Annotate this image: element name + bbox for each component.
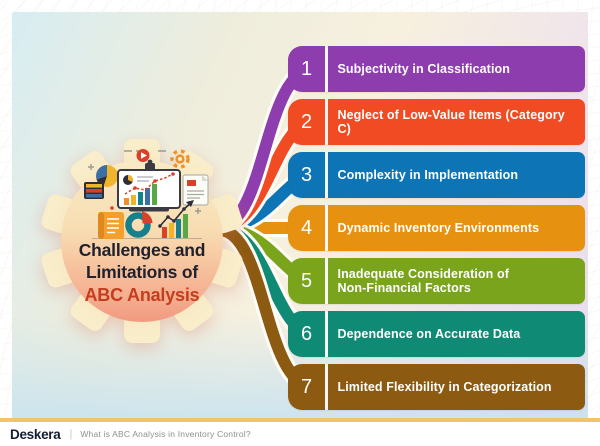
gold-divider	[0, 418, 600, 422]
brand-logo: Deskera	[10, 426, 61, 442]
footer: Deskera | What is ABC Analysis in Invent…	[0, 422, 600, 446]
laptop-bar-chart-icon	[117, 159, 181, 212]
item-number: 3	[300, 163, 313, 186]
challenge-item-1: 1 Subjectivity in Classification	[288, 46, 585, 92]
item-label: Limited Flexibility in Categorization	[337, 379, 552, 394]
drawer-stack-icon	[84, 182, 104, 199]
donut-chart-icon	[125, 211, 153, 238]
challenge-item-7: 7 Limited Flexibility in Categorization	[288, 364, 585, 410]
item-number: 6	[300, 322, 313, 345]
item-label: Subjectivity in Classification	[337, 61, 510, 76]
item-divider	[325, 364, 328, 410]
item-divider	[325, 311, 328, 357]
footer-separator: |	[69, 428, 73, 440]
pie-chart-icon	[96, 165, 118, 187]
notepad-icon	[98, 212, 124, 239]
analytics-illustration	[84, 149, 209, 239]
sparkle-dashes-icon	[88, 150, 201, 214]
item-label: Neglect of Low-Value Items (Category C)	[337, 107, 565, 137]
title-line-1: Challenges and	[78, 240, 206, 260]
item-label: Complexity in Implementation	[337, 167, 519, 182]
item-number: 1	[300, 57, 313, 80]
challenge-item-4: 4 Dynamic Inventory Environments	[288, 205, 585, 251]
item-divider	[325, 205, 328, 251]
challenge-item-3: 3 Complexity in Implementation	[288, 152, 585, 198]
challenge-item-5: 5 Inadequate Consideration of Non-Financ…	[288, 258, 585, 304]
challenge-item-2: 2 Neglect of Low-Value Items (Category C…	[288, 99, 585, 145]
mini-gear-icon	[170, 149, 190, 169]
item-label: Inadequate Consideration of Non-Financia…	[337, 266, 509, 296]
infographic-card: Challenges and Limitations of ABC Analys…	[12, 12, 588, 419]
infographic-title: Challenges and Limitations of ABC Analys…	[44, 240, 240, 306]
item-divider	[325, 152, 328, 198]
document-icon	[182, 174, 209, 206]
title-line-2: Limitations of	[86, 261, 198, 282]
item-number: 4	[300, 216, 313, 239]
play-button-icon	[136, 149, 150, 162]
growth-line-chart-icon	[158, 200, 194, 238]
item-divider	[325, 99, 328, 145]
item-divider	[325, 46, 328, 92]
challenge-item-6: 6 Dependence on Accurate Data	[288, 311, 585, 357]
footer-tagline: What is ABC Analysis in Inventory Contro…	[80, 429, 251, 439]
item-number: 5	[300, 269, 313, 292]
item-number: 2	[300, 110, 313, 133]
item-divider	[325, 258, 328, 304]
item-number: 7	[300, 375, 313, 398]
item-label: Dependence on Accurate Data	[337, 326, 521, 341]
item-label: Dynamic Inventory Environments	[337, 220, 540, 235]
title-highlight: ABC Analysis	[84, 285, 200, 305]
